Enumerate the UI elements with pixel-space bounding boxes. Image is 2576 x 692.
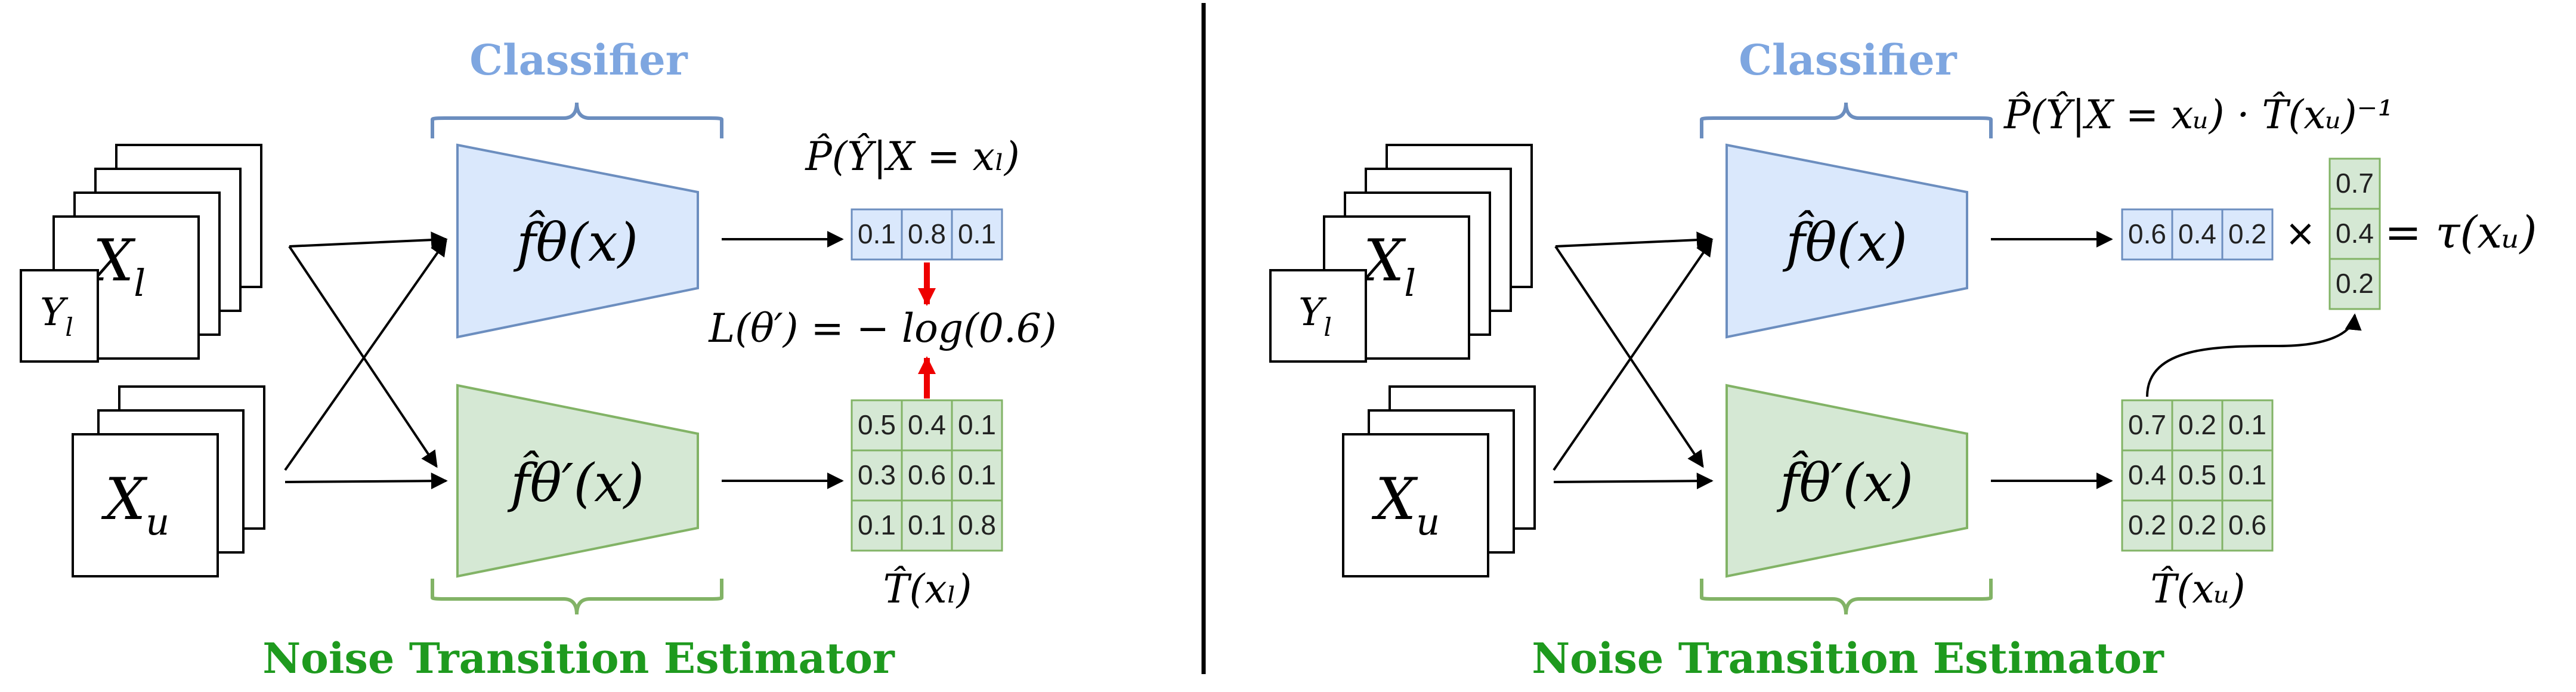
posterior-cell: 0.1 — [958, 218, 996, 249]
classifier-model-shape — [456, 143, 699, 339]
matrix-cell: 0.5 — [858, 409, 896, 440]
matrix-cell: 0.1 — [958, 409, 996, 440]
labeled-data-stack-right: Xl Yl — [1269, 144, 1533, 363]
classifier-model-label-right: f̂θ(x) — [1782, 210, 1907, 273]
nte-model-label-right: f̂θ′(x) — [1776, 450, 1913, 514]
result-cell: 0.4 — [2336, 218, 2374, 249]
matrix-label: T̂(xₗ) — [883, 566, 972, 612]
input-arrows-right — [1553, 231, 1714, 490]
input-arrows — [284, 231, 448, 490]
posterior-vector-right: 0.6 0.4 0.2 — [2121, 208, 2274, 261]
classifier-brace-right — [1700, 102, 1993, 138]
multiply-sign: × — [2285, 211, 2316, 255]
matrix-cell: 0.1 — [958, 459, 996, 490]
result-cell: 0.2 — [2336, 268, 2374, 299]
result-vector: 0.7 0.4 0.2 — [2328, 157, 2381, 310]
labeled-data-stack: Xl Yl — [20, 144, 262, 363]
nte-brace-right — [1700, 579, 1993, 615]
matrix-cell: 0.8 — [958, 509, 996, 540]
posterior-cell: 0.6 — [2128, 218, 2166, 249]
labeled-target-label: Yl — [40, 291, 73, 342]
unlabeled-data-stack: Xu — [72, 385, 265, 577]
unlabeled-data-label: Xu — [101, 466, 169, 543]
matrix-cell: 0.4 — [908, 409, 946, 440]
tau-label: = τ(xᵤ) — [2385, 207, 2537, 258]
matrix-cell: 0.2 — [2128, 509, 2166, 540]
classifier-title: Classifier — [469, 35, 688, 85]
matrix-cell: 0.1 — [858, 509, 896, 540]
inverse-arrow — [2146, 313, 2362, 397]
transition-matrix: 0.5 0.4 0.1 0.3 0.6 0.1 0.1 0.1 0.8 — [851, 399, 1003, 552]
transition-matrix-right: 0.7 0.2 0.1 0.4 0.5 0.1 0.2 0.2 0.6 — [2121, 399, 2274, 552]
classifier-model-shape-right — [1725, 143, 1968, 339]
matrix-cell: 0.6 — [2228, 509, 2266, 540]
nte-model-shape-right — [1725, 384, 1968, 578]
matrix-label-right: T̂(xᵤ) — [2150, 566, 2245, 612]
matrix-cell: 0.1 — [2228, 409, 2266, 440]
classifier-title-right: Classifier — [1739, 35, 1957, 85]
formula-label: P̂(Ŷ|X = xᵤ) · T̂(xᵤ)⁻¹ — [2003, 92, 2393, 138]
left-panel: Xl Yl Xu Classifier f̂θ(x) f̂θ′(x) — [20, 35, 1057, 683]
unlabeled-data-stack-right: Xu — [1342, 385, 1536, 577]
posterior-cell: 0.1 — [858, 218, 896, 249]
posterior-label: P̂(Ŷ|X = xₗ) — [805, 134, 1019, 180]
result-cell: 0.7 — [2336, 168, 2374, 199]
classifier-brace — [431, 102, 723, 138]
labeled-data-label-right: Xl — [1359, 227, 1416, 305]
posterior-cell: 0.2 — [2228, 218, 2266, 249]
matrix-cell: 0.2 — [2178, 509, 2216, 540]
labeled-target-label-right: Yl — [1298, 291, 1332, 342]
matrix-cell: 0.2 — [2178, 409, 2216, 440]
matrix-cell: 0.3 — [858, 459, 896, 490]
matrix-cell: 0.6 — [908, 459, 946, 490]
matrix-cell: 0.1 — [908, 509, 946, 540]
nte-title-right: Noise Transition Estimator — [1532, 634, 2164, 683]
matrix-cell: 0.5 — [2178, 459, 2216, 490]
nte-model-shape — [456, 384, 699, 578]
nte-title: Noise Transition Estimator — [262, 634, 895, 683]
posterior-vector: 0.1 0.8 0.1 — [851, 208, 1003, 261]
unlabeled-data-label-right: Xu — [1371, 466, 1440, 543]
classifier-model-label: f̂θ(x) — [513, 210, 638, 273]
posterior-cell: 0.8 — [908, 218, 946, 249]
matrix-cell: 0.7 — [2128, 409, 2166, 440]
loss-label: L(θ′) = − log(0.6) — [708, 305, 1056, 351]
matrix-cell: 0.1 — [2228, 459, 2266, 490]
nte-brace — [431, 579, 723, 615]
nte-model-label: f̂θ′(x) — [507, 450, 644, 514]
matrix-cell: 0.4 — [2128, 459, 2166, 490]
posterior-cell: 0.4 — [2178, 218, 2216, 249]
right-panel: Xl Yl Xu Classifier f̂θ(x) f̂θ′(x) — [1269, 35, 2537, 683]
